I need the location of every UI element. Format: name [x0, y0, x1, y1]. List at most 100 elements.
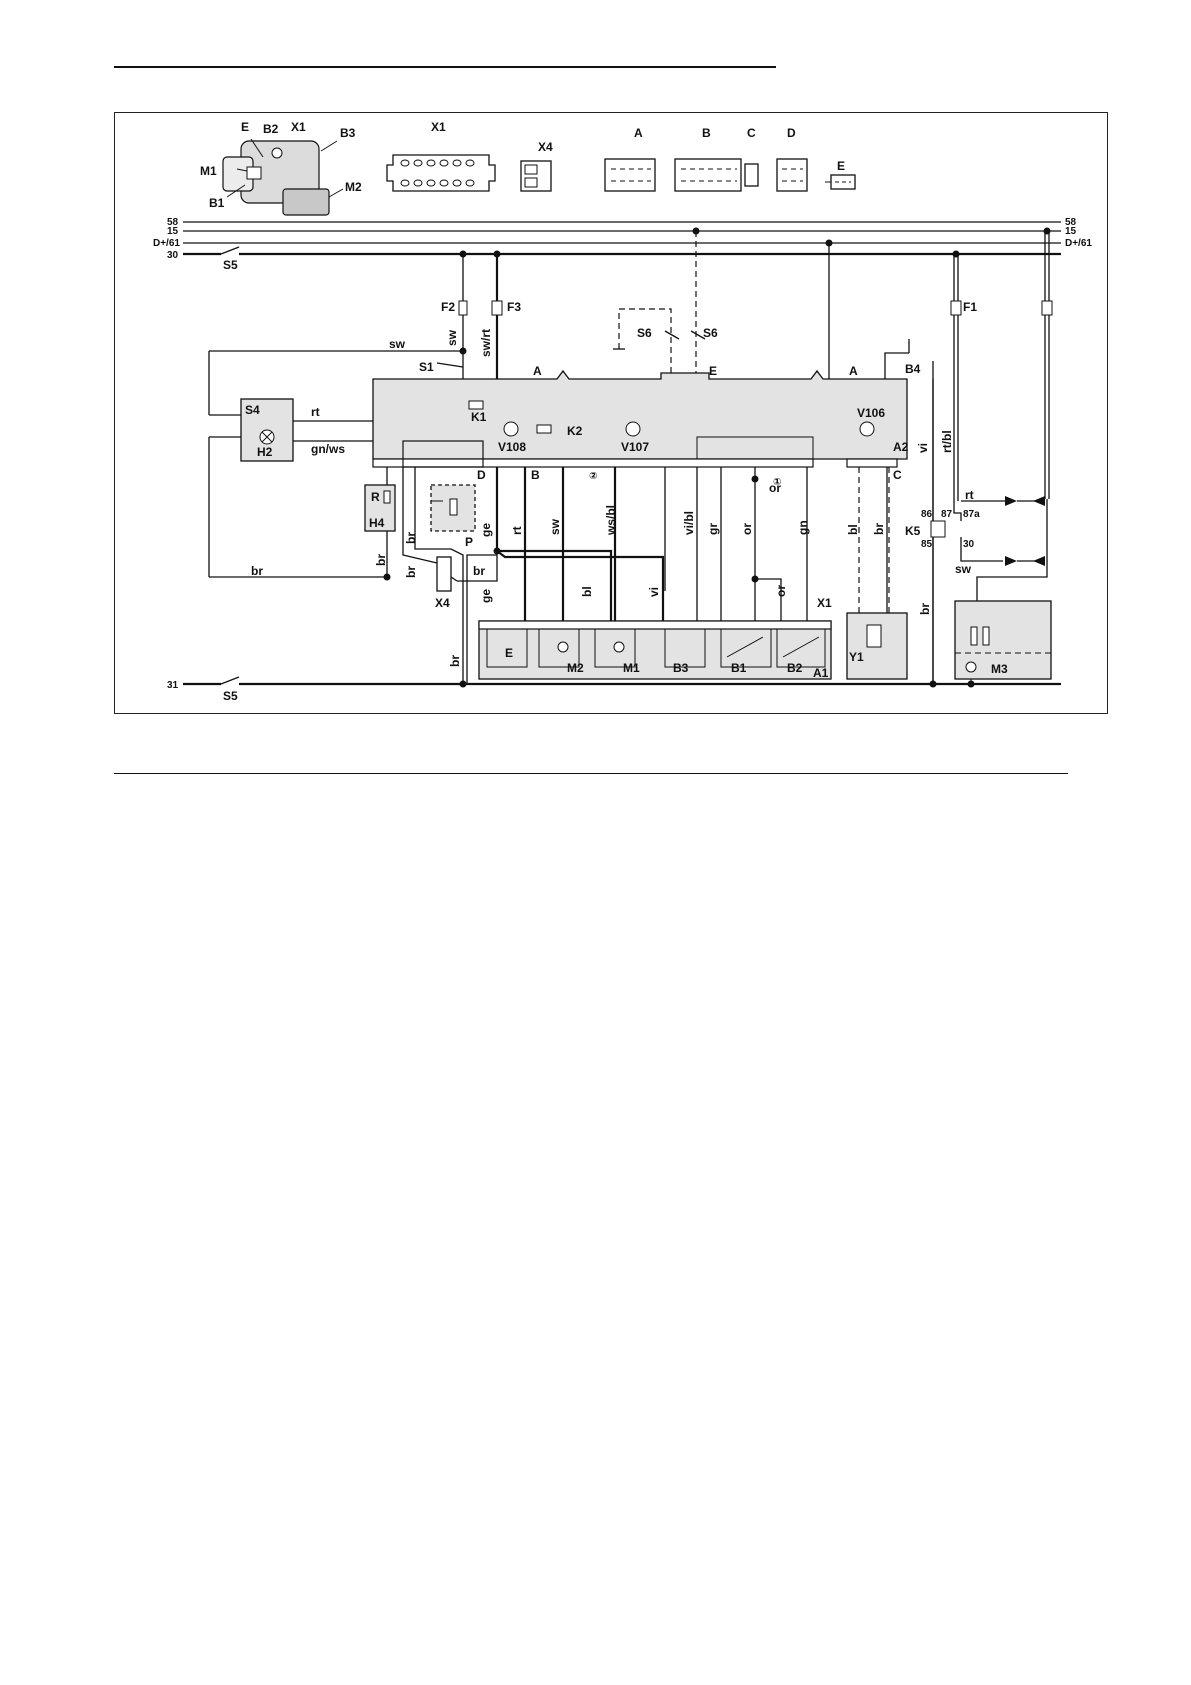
wire-br-label-relay: br	[918, 603, 932, 615]
sensor-p-label: P	[465, 535, 473, 549]
marker-2: ②	[589, 471, 597, 482]
connector-a-right-label: A	[849, 364, 858, 378]
wire-gr-label-harness: gr	[706, 523, 720, 535]
relay-k5-label: K5	[905, 524, 921, 538]
header-rule	[114, 66, 776, 68]
blower-m3	[954, 600, 1052, 684]
wire-wsbl-label: ws/bl	[604, 505, 618, 536]
relay-k1-label: K1	[471, 410, 487, 424]
connector-c-pictogram: C	[744, 126, 759, 187]
sensor-b2-label: B2	[787, 661, 803, 675]
wire-gnws-label: gn/ws	[311, 442, 345, 456]
photo-label-b2: B2	[263, 122, 279, 136]
sensor-b1-label: B1	[731, 661, 747, 675]
plug-e-label: E	[505, 646, 513, 660]
photo-label-b1: B1	[209, 196, 225, 210]
connector-d-title: D	[787, 126, 796, 140]
wire-sw-label-top: sw	[389, 337, 406, 351]
connector-a-pictogram: A	[604, 126, 656, 192]
relay-k2-label: K2	[567, 424, 583, 438]
wire-ge-label-lower: ge	[479, 589, 493, 603]
fuse-feeds	[458, 227, 1053, 501]
photo-label-m1: M1	[200, 164, 217, 178]
photo-label-m2: M2	[345, 180, 362, 194]
wire-sw-label-vertical: sw	[445, 329, 459, 346]
connector-d-label: D	[477, 468, 486, 482]
wire-gn-label-harness: gn	[796, 520, 810, 535]
bus-31-label-left: 31	[167, 680, 179, 691]
resistor-r-label: R	[371, 490, 380, 504]
wire-or-label-junction: or	[769, 481, 781, 495]
connector-e-label: E	[709, 364, 717, 378]
wire-sw-label-harness: sw	[548, 518, 562, 535]
switch-s6-right-label: S6	[703, 326, 718, 340]
wire-rt-label-s4: rt	[311, 405, 320, 419]
connector-x4-title: X4	[538, 140, 553, 154]
bus-58-label-right: 58	[1065, 217, 1077, 228]
valve-y1	[846, 612, 908, 680]
fuse-f3-label: F3	[507, 300, 521, 314]
wire-or-label-harness: or	[740, 523, 754, 535]
photo-label-e: E	[241, 120, 249, 134]
connector-b-pictogram: B	[674, 126, 742, 192]
valve-y1-label: Y1	[849, 650, 864, 664]
photo-label-b3: B3	[340, 126, 356, 140]
transistor-v107-label: V107	[621, 440, 649, 454]
wire-sw-label-relay: sw	[955, 562, 972, 576]
relay-pin-85: 85	[921, 539, 933, 550]
wire-vibl-label: vi/bl	[682, 511, 696, 535]
wire-vi-label-b4: vi	[916, 443, 930, 453]
relay-pin-87a: 87a	[963, 509, 980, 520]
motor-m1-label: M1	[623, 661, 640, 675]
connector-e-pictogram: E	[825, 159, 856, 190]
relay-pin-30: 30	[963, 539, 975, 550]
heater-unit-a1-label: A1	[813, 666, 829, 680]
bus-58-label-left: 58	[167, 217, 179, 228]
wire-bl-label-y1: bl	[846, 524, 860, 535]
connector-x1-label: X1	[817, 596, 832, 610]
motor-m2-label: M2	[567, 661, 584, 675]
connector-d-pictogram: D	[776, 126, 808, 192]
wire-br-label-x4-b: br	[404, 566, 418, 578]
wire-rtbl-label: rt/bl	[940, 430, 954, 453]
connector-x4	[402, 467, 498, 684]
harness-to-a1	[493, 467, 890, 621]
relay-pin-87: 87	[941, 509, 953, 520]
bus-d61-label-left: D+/61	[153, 238, 180, 249]
wiring-diagram: E B2 X1 B3 M1 B1 M2 X1 X4 A B C	[153, 120, 1092, 703]
bus-30-label-left: 30	[167, 250, 179, 261]
switch-s1-circuit	[208, 347, 467, 416]
switch-s4-label: S4	[245, 403, 260, 417]
wire-vi-label-harness: vi	[647, 587, 661, 597]
connector-a-left-label: A	[533, 364, 542, 378]
switch-s4-h2	[208, 398, 387, 578]
transistor-v106-label: V106	[857, 406, 885, 420]
connector-b-title: B	[702, 126, 711, 140]
lamp-h4	[364, 467, 396, 581]
wire-br-label-x4-c: br	[473, 564, 485, 578]
wire-br-label-x4-a: br	[404, 532, 418, 544]
relay-k5	[930, 379, 1048, 684]
connector-c-label: C	[893, 468, 902, 482]
wire-bl-label-harness: bl	[580, 586, 594, 597]
wire-or-label-lower: or	[774, 585, 788, 597]
sensor-p	[430, 484, 476, 532]
blower-m3-label: M3	[991, 662, 1008, 676]
heater-photo: E B2 X1 B3 M1 B1 M2	[200, 120, 362, 216]
bus-lines	[183, 221, 1061, 686]
wire-swrt-label: sw/rt	[479, 329, 493, 357]
wire-rt-label-harness: rt	[510, 526, 524, 535]
connector-a-title: A	[634, 126, 643, 140]
switch-s6-left-label: S6	[637, 326, 652, 340]
relay-pin-86: 86	[921, 509, 933, 520]
sensor-b3-label: B3	[673, 661, 689, 675]
connector-x4-label: X4	[435, 596, 450, 610]
wire-br-label-left: br	[251, 564, 263, 578]
wire-br-label-h4: br	[374, 554, 388, 566]
marker-1: ①	[773, 477, 781, 488]
wire-ge-label-upper: ge	[479, 523, 493, 537]
sensor-b4-label: B4	[905, 362, 921, 376]
bus-15-label-right: 15	[1065, 226, 1077, 237]
wire-br-label-ground: br	[448, 655, 462, 667]
bus-15-label-left: 15	[167, 226, 179, 237]
